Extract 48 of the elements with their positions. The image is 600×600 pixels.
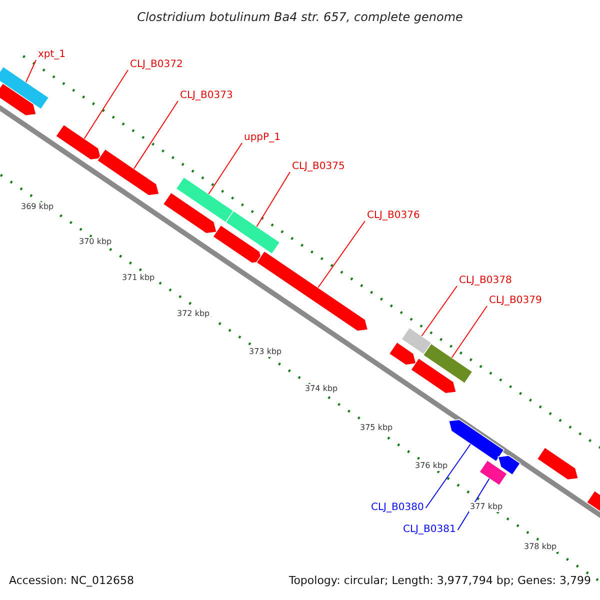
gene-label: xpt_1 xyxy=(38,50,66,60)
leader-line xyxy=(425,444,471,508)
tick-label: 377 kbp xyxy=(469,502,504,512)
gene-block xyxy=(410,358,457,394)
gene-block xyxy=(55,124,102,160)
gene-label: CLJ_B0378 xyxy=(459,276,512,286)
tick-label: 378 kbp xyxy=(523,542,558,552)
gene-block xyxy=(448,419,505,462)
gene-label: CLJ_B0372 xyxy=(130,60,183,70)
gene-block xyxy=(256,250,368,332)
tick-label: 375 kbp xyxy=(359,423,394,433)
leader-line xyxy=(318,220,366,288)
gene-block xyxy=(422,343,473,384)
leader-line xyxy=(451,306,488,358)
footer-text: Topology: circular; Length: 3,977,794 bp; Genes: 3,799 xyxy=(288,575,591,586)
gene-block xyxy=(536,446,579,480)
tick-label: 371 kbp xyxy=(121,273,156,283)
gene-label: CLJ_B0379 xyxy=(489,296,542,306)
gene-block xyxy=(96,148,160,196)
gene-block xyxy=(162,192,218,234)
leader-line xyxy=(134,100,178,170)
gene-label: CLJ_B0373 xyxy=(180,91,233,101)
leader-line xyxy=(208,142,242,194)
gene-block xyxy=(0,66,50,110)
leader-line xyxy=(84,70,128,140)
tick-label: 369 kbp xyxy=(20,202,55,212)
title: Clostridium botulinum Ba4 str. 657, complete genome xyxy=(136,11,464,23)
tick-label: 370 kbp xyxy=(78,237,113,247)
gene-label: uppP_1 xyxy=(244,133,280,143)
gene-block xyxy=(175,176,234,223)
tick-label: 374 kbp xyxy=(304,384,339,394)
gene-block xyxy=(212,224,263,264)
leader-line xyxy=(256,172,290,228)
tick-label: 373 kbp xyxy=(248,347,283,357)
tick-label: 372 kbp xyxy=(176,309,211,319)
gene-block xyxy=(498,455,521,476)
tick-label: 376 kbp xyxy=(414,461,449,471)
gene-label: CLJ_B0375 xyxy=(292,162,345,172)
gene-block xyxy=(388,342,417,366)
gene-label: CLJ_B0376 xyxy=(367,211,420,221)
leader-line xyxy=(26,60,36,83)
footer-text: Accession: NC_012658 xyxy=(9,575,134,586)
gene-label: CLJ_B0380 xyxy=(371,503,424,513)
leader-line xyxy=(421,286,458,336)
gene-block xyxy=(0,82,37,116)
gene-label: CLJ_B0381 xyxy=(403,525,456,535)
gene-block xyxy=(225,210,280,254)
gene-block xyxy=(478,460,508,486)
